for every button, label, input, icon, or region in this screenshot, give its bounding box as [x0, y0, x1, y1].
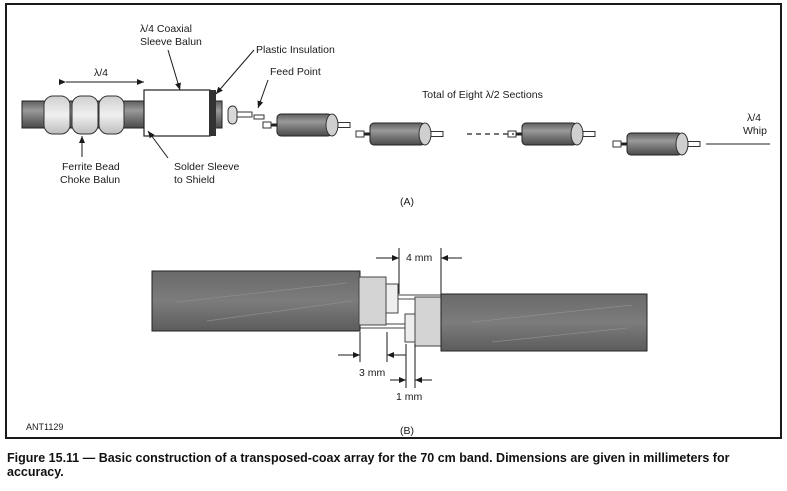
- plastic-insulation-leader: [215, 49, 255, 95]
- jacket-texture: [471, 304, 633, 323]
- solder-label-line1: Solder Sleeve: [174, 161, 240, 173]
- solder-label-line2: to Shield: [174, 174, 215, 186]
- section-pin: [612, 140, 622, 148]
- panel-a: λ/4 λ/4 Coaxial Sleeve Balun Plastic Ins…: [21, 23, 770, 208]
- dim-3mm-label: 3 mm: [359, 367, 386, 379]
- insulation-stub: [227, 105, 238, 125]
- section-pin: [430, 131, 444, 137]
- section-pin: [355, 130, 365, 138]
- sleeve-end-cap: [209, 90, 216, 136]
- feed-point-label: Feed Point: [270, 66, 321, 78]
- section-end: [418, 122, 432, 146]
- jacket-texture: [491, 327, 628, 343]
- dim-4mm-label: 4 mm: [406, 252, 433, 264]
- section-end: [675, 132, 689, 156]
- whip-label-line1: λ/4: [747, 112, 761, 124]
- section-pin: [582, 131, 596, 137]
- left-coax-dielectric: [385, 283, 399, 314]
- balun-leader: [167, 49, 181, 91]
- figure-frame: λ/4 λ/4 Coaxial Sleeve Balun Plastic Ins…: [5, 3, 782, 439]
- ferrite-bead: [98, 95, 125, 135]
- ferrite-bead: [71, 95, 99, 135]
- dim-1mm-label: 1 mm: [396, 391, 423, 403]
- balun-label-line2: Sleeve Balun: [140, 36, 202, 48]
- half-wave-section: [369, 122, 426, 146]
- panel-a-label: (A): [400, 196, 414, 208]
- ferrite-bead: [43, 95, 71, 135]
- art-id: ANT1129: [26, 422, 63, 432]
- solder-leader: [147, 130, 169, 159]
- ferrite-label-line1: Ferrite Bead: [62, 161, 120, 173]
- half-wave-section: [626, 132, 683, 156]
- right-coax-dielectric: [404, 313, 416, 343]
- sections-label: Total of Eight λ/2 Sections: [422, 89, 543, 101]
- panel-b-label: (B): [400, 425, 414, 437]
- section-end: [325, 113, 339, 137]
- right-coax-shield: [414, 296, 442, 347]
- figure-caption: Figure 15.11 — Basic construction of a t…: [7, 451, 730, 479]
- whip-label-line2: Whip: [743, 125, 767, 137]
- section-pin: [687, 141, 701, 147]
- quarter-wave-label: λ/4: [94, 67, 108, 79]
- half-wave-section: [521, 122, 578, 146]
- section-end: [570, 122, 584, 146]
- center-pin: [236, 111, 253, 118]
- balun-label-line1: λ/4 Coaxial: [140, 23, 192, 35]
- right-coax-jacket: [440, 293, 648, 352]
- feed-point-leader: [257, 79, 269, 109]
- ferrite-label-line2: Choke Balun: [60, 174, 120, 186]
- half-wave-section: [276, 113, 333, 137]
- section-pin: [337, 122, 351, 128]
- figure-artwork: λ/4 λ/4 Coaxial Sleeve Balun Plastic Ins…: [21, 23, 770, 437]
- center-pin: [253, 114, 265, 120]
- sleeve-balun: [143, 89, 211, 137]
- left-coax-shield: [358, 276, 387, 326]
- section-pin: [262, 121, 272, 129]
- plastic-insulation-label: Plastic Insulation: [256, 44, 335, 56]
- panel-b: 4 mm 3 mm 1 mm ANT1129 (B): [26, 248, 648, 437]
- jacket-texture: [176, 282, 348, 303]
- jacket-texture: [206, 300, 353, 322]
